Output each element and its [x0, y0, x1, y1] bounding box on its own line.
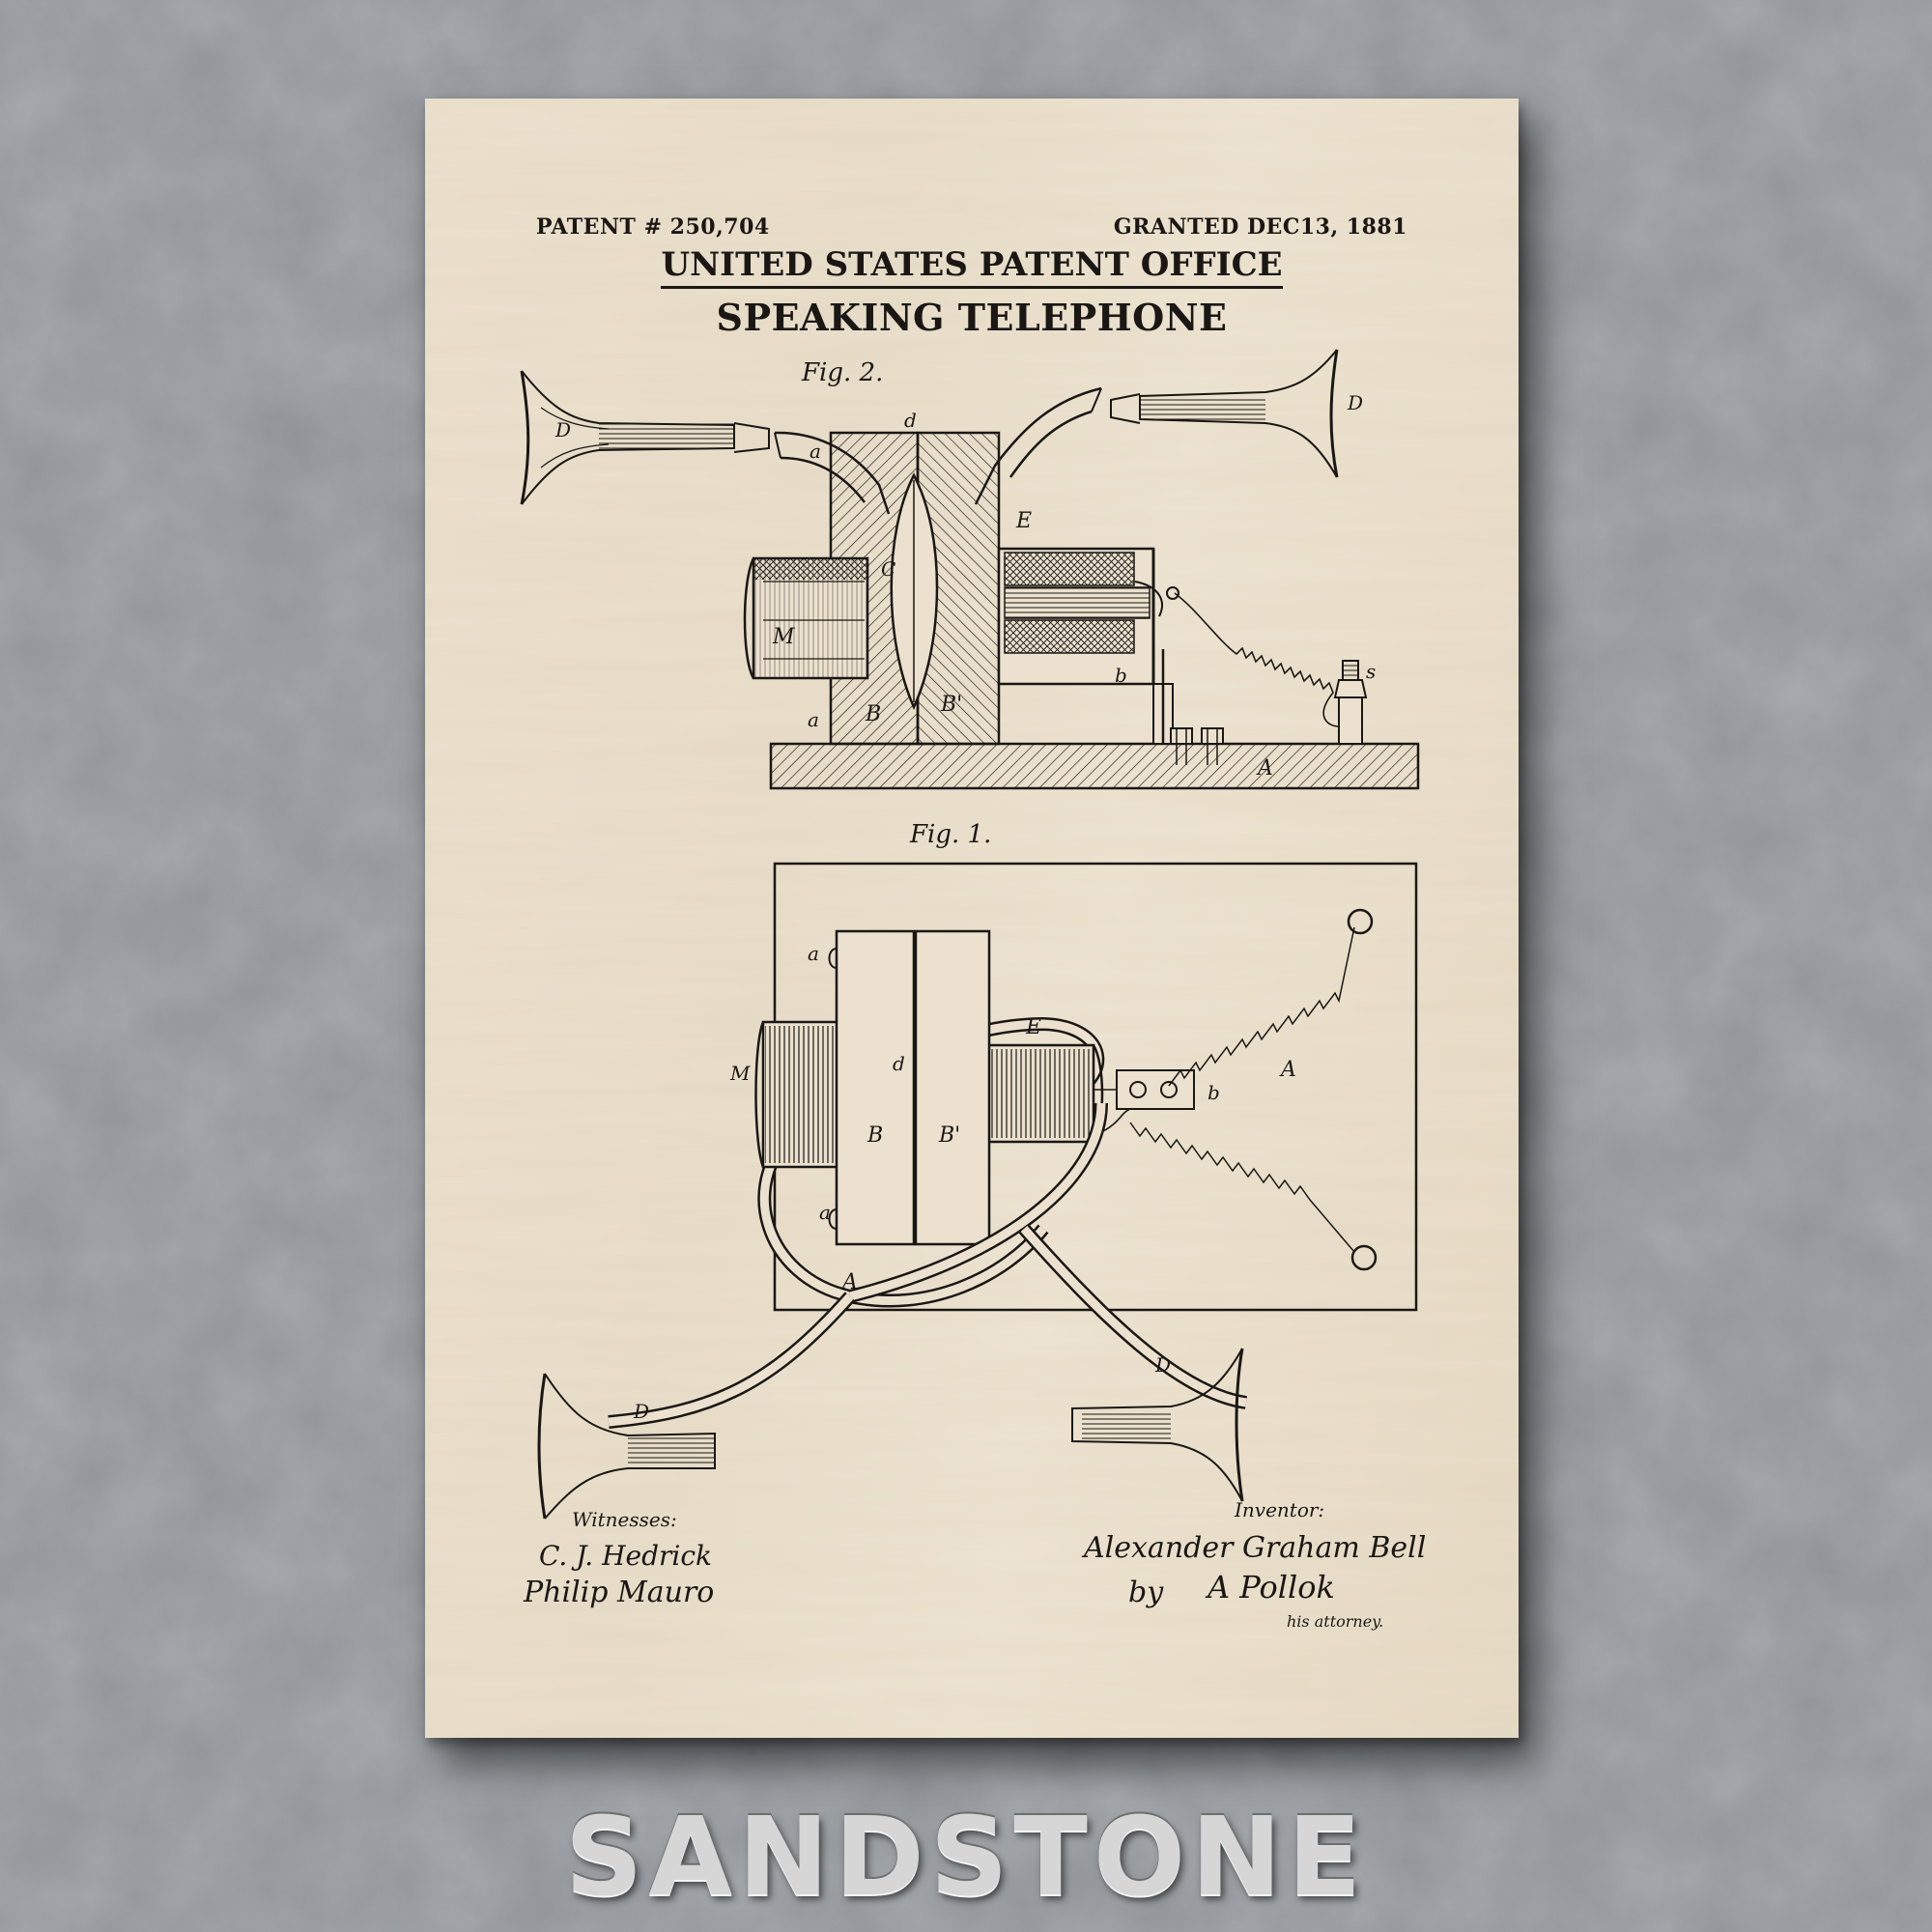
patent-number: PATENT # 250,704 [536, 214, 770, 240]
fig1-label-A-right: A [1279, 1058, 1296, 1082]
figure-2: Fig. 2. D D [520, 349, 1420, 790]
witnesses-label: Witnesses: [572, 1508, 677, 1531]
fig2-left-mouthpiece: D [520, 370, 770, 505]
fig1-spring-bottom [1129, 1122, 1355, 1253]
fig2-label-E: E [1015, 509, 1032, 533]
fig1-label-B-prime: B' [938, 1123, 960, 1148]
fig2-label: Fig. 2. [801, 358, 883, 387]
office-title: UNITED STATES PATENT OFFICE [425, 245, 1519, 289]
granted-date: GRANTED DEC13, 1881 [1113, 214, 1407, 240]
signature-block: Witnesses: C. J. Hedrick Philip Mauro In… [523, 1498, 1426, 1631]
fig2-binding-post-s [1333, 660, 1368, 745]
fig2-base-A [769, 742, 1420, 790]
fig2-magnet-M: M [743, 556, 869, 680]
fig2-label-a-bottom: a [808, 708, 819, 731]
fig2-label-B: B [865, 702, 881, 726]
fig1-label-M: M [729, 1062, 751, 1085]
fig2-coil-E [997, 547, 1179, 686]
figure-1: Fig. 1. M E [537, 820, 1418, 1520]
attorney-prefix: by [1128, 1576, 1164, 1609]
fig1-terminal-b: b [1094, 1069, 1220, 1133]
fig2-label-B-prime: B' [940, 693, 962, 717]
fig1-label-D-left: D [633, 1400, 649, 1423]
fig2-label-b: b [1115, 664, 1127, 687]
fig1-label-E: E [1025, 1015, 1041, 1039]
fig2-right-mouthpiece: D [1110, 349, 1363, 478]
witness-2-signature: Philip Mauro [523, 1576, 714, 1609]
fig1-left-mouthpiece: D [537, 1373, 716, 1520]
attorney-suffix: his attorney. [1287, 1612, 1383, 1631]
fig2-label-a-top: a [810, 440, 821, 463]
fig1-label-d: d [893, 1052, 905, 1075]
fig2-spring-wire [1174, 592, 1340, 727]
fig2-label-M: M [772, 625, 795, 649]
inventor-label: Inventor: [1234, 1498, 1324, 1521]
witness-1-signature: C. J. Hedrick [539, 1540, 712, 1572]
sandstone-brand-label: SANDSTONE [564, 1795, 1368, 1920]
fig1-right-mouthpiece: D [1071, 1348, 1244, 1502]
fig1-block-B-prime [914, 929, 991, 1246]
fig2-label-D-right: D [1347, 391, 1363, 414]
fig1-label-a-top: a [808, 942, 819, 965]
fig2-label-s: s [1366, 660, 1376, 683]
patent-drawing: Fig. 2. D D [520, 349, 1426, 1631]
fig2-screws [1170, 727, 1224, 765]
fig1-label-b: b [1208, 1081, 1220, 1104]
fig1-block-B [835, 929, 916, 1246]
fig2-label-C: C [881, 557, 895, 581]
fig1-coil-E: E [985, 1015, 1104, 1144]
fig1-label-B: B [867, 1123, 883, 1148]
fig1-label-A-bottom: A [840, 1270, 858, 1294]
fig2-label-A: A [1256, 756, 1273, 781]
fig1-label: Fig. 1. [909, 820, 991, 849]
fig2-label-d: d [904, 409, 917, 432]
fig1-label-D-right: D [1154, 1353, 1171, 1377]
fig1-ring-bottom [1350, 1244, 1378, 1271]
fig1-label-a-bottom: a [819, 1201, 831, 1224]
fig1-magnet-M: M [729, 1020, 842, 1169]
patent-poster: PATENT # 250,704 GRANTED DEC13, 1881 UNI… [425, 99, 1519, 1738]
fig2-label-D-left: D [554, 418, 571, 441]
inventor-signature: Alexander Graham Bell [1081, 1531, 1426, 1565]
office-title-text: UNITED STATES PATENT OFFICE [661, 245, 1283, 289]
fig1-spring-top [1168, 926, 1355, 1087]
attorney-signature: A Pollok [1205, 1569, 1335, 1605]
invention-title: SPEAKING TELEPHONE [716, 296, 1228, 339]
wood-grain-texture [425, 99, 1519, 1738]
fig1-ring-top [1347, 908, 1374, 935]
